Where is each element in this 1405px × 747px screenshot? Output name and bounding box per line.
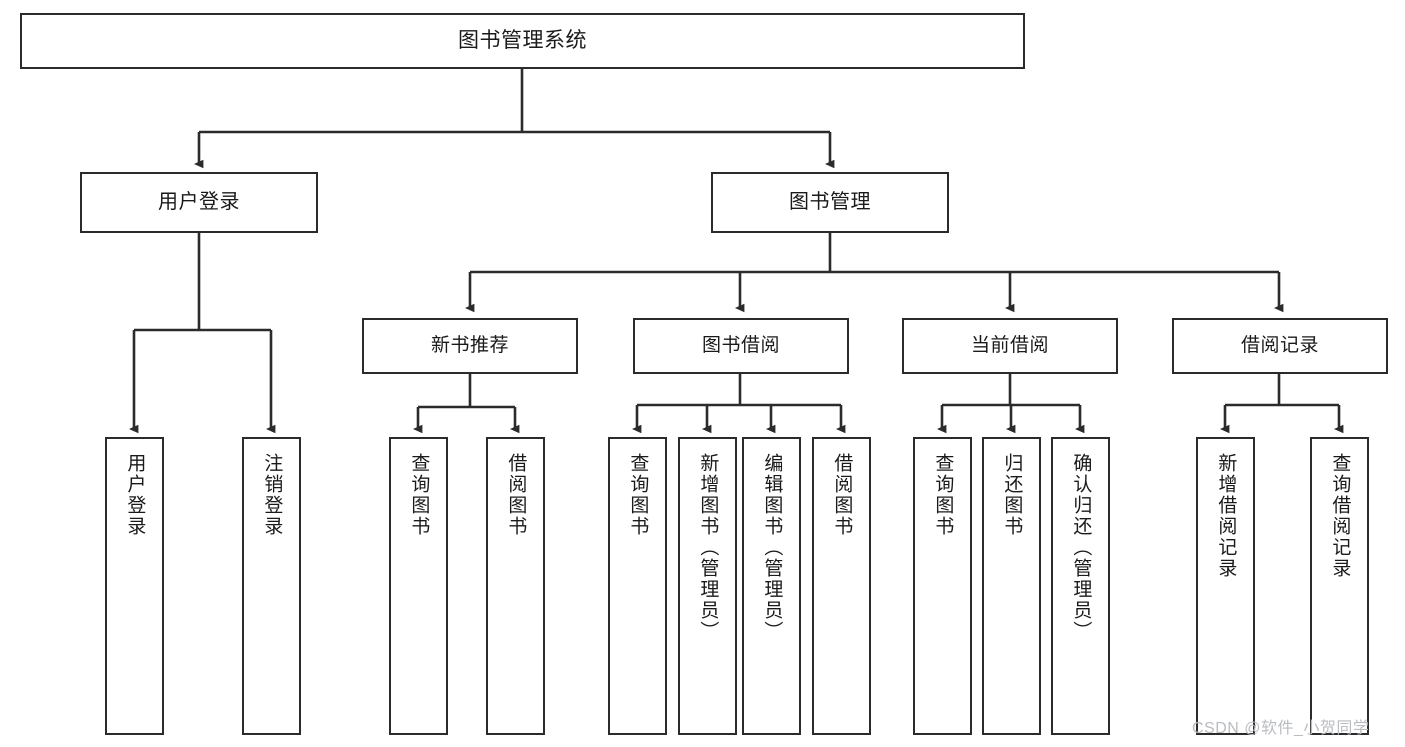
node-label: 借阅记录 <box>1240 334 1319 356</box>
node-root-book-management-system[interactable]: 图书管理系统 <box>20 13 1025 69</box>
node-label: 新增图书（管理员） <box>697 453 719 642</box>
node-label: 确认归还（管理员） <box>1070 453 1092 642</box>
node-leaf-record-query[interactable]: 查询借阅记录 <box>1310 437 1369 735</box>
node-leaf-borrow-edit-book-admin[interactable]: 编辑图书（管理员） <box>742 437 801 735</box>
node-leaf-current-return-book[interactable]: 归还图书 <box>982 437 1041 735</box>
node-leaf-current-confirm-return-admin[interactable]: 确认归还（管理员） <box>1051 437 1110 735</box>
node-label: 用户登录 <box>158 190 240 213</box>
node-label: 新增借阅记录 <box>1215 453 1237 579</box>
node-label: 归还图书 <box>1001 453 1023 537</box>
node-leaf-recommend-query-book[interactable]: 查询图书 <box>389 437 448 735</box>
node-book-borrowing[interactable]: 图书借阅 <box>633 318 849 374</box>
csdn-watermark: CSDN @软件_小贺同学 <box>1192 720 1370 737</box>
node-user-login[interactable]: 用户登录 <box>80 172 318 233</box>
node-new-book-recommendation[interactable]: 新书推荐 <box>362 318 578 374</box>
node-label: 查询图书 <box>932 453 954 537</box>
node-leaf-record-add[interactable]: 新增借阅记录 <box>1196 437 1255 735</box>
node-label: 查询借阅记录 <box>1329 453 1351 579</box>
node-label: 查询图书 <box>627 453 649 537</box>
node-label: 编辑图书（管理员） <box>761 453 783 642</box>
node-label: 注销登录 <box>261 453 283 537</box>
node-label: 查询图书 <box>408 453 430 537</box>
node-leaf-borrow-lend-book[interactable]: 借阅图书 <box>812 437 871 735</box>
node-label: 图书管理 <box>789 190 871 213</box>
node-label: 图书管理系统 <box>458 28 587 52</box>
node-label: 当前借阅 <box>970 334 1049 356</box>
node-leaf-recommend-borrow-book[interactable]: 借阅图书 <box>486 437 545 735</box>
node-label: 借阅图书 <box>831 453 853 537</box>
node-label: 用户登录 <box>124 453 146 537</box>
node-label: 新书推荐 <box>430 334 509 356</box>
node-current-borrowing[interactable]: 当前借阅 <box>902 318 1118 374</box>
node-label: 图书借阅 <box>701 334 780 356</box>
node-leaf-borrow-add-book-admin[interactable]: 新增图书（管理员） <box>678 437 737 735</box>
node-leaf-user-logout[interactable]: 注销登录 <box>242 437 301 735</box>
node-leaf-current-query-book[interactable]: 查询图书 <box>913 437 972 735</box>
node-leaf-borrow-query-book[interactable]: 查询图书 <box>608 437 667 735</box>
node-borrowing-record[interactable]: 借阅记录 <box>1172 318 1388 374</box>
node-label: 借阅图书 <box>505 453 527 537</box>
node-book-management[interactable]: 图书管理 <box>711 172 949 233</box>
node-leaf-user-login[interactable]: 用户登录 <box>105 437 164 735</box>
